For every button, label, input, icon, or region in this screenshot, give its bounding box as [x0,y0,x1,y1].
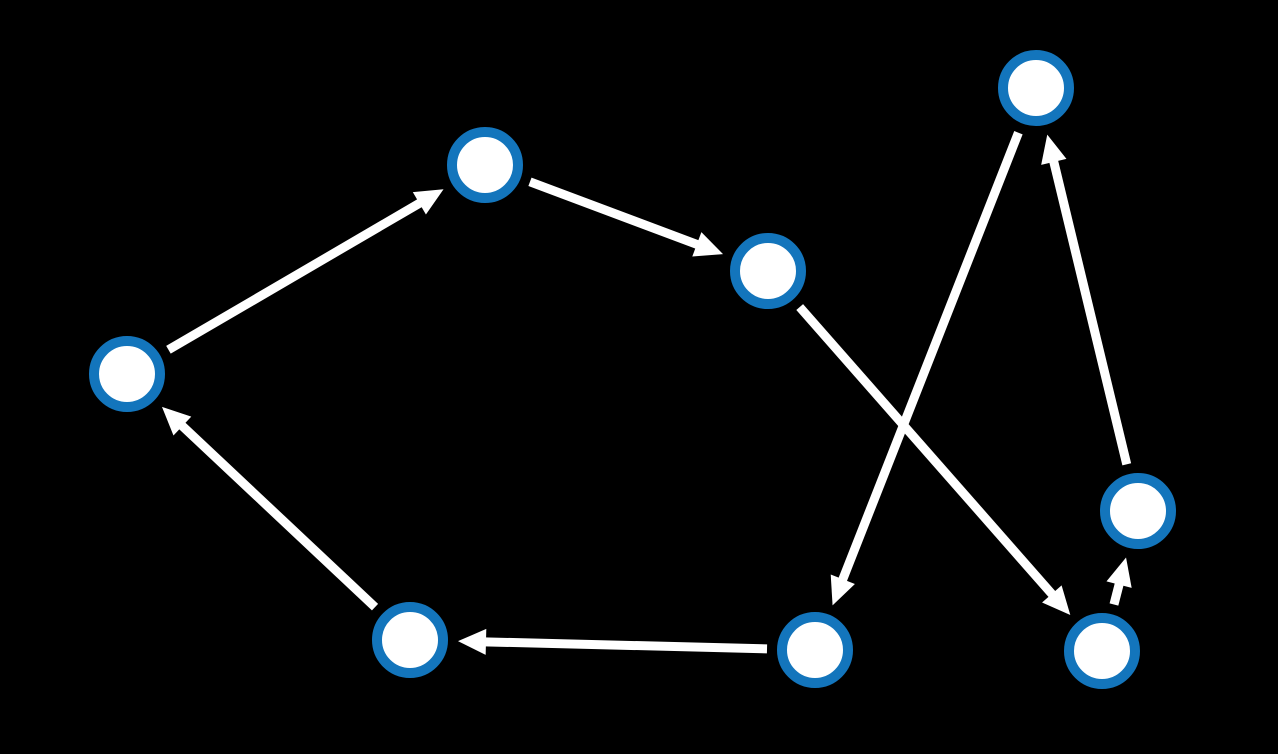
graph-node-top-right[interactable] [998,50,1074,126]
arrowhead-icon [1042,585,1071,615]
graph-node-middle[interactable] [730,233,806,309]
graph-node-bottom-middle[interactable] [777,612,853,688]
edge-line-n1-n7 [837,131,1023,583]
edge-line-n2-n3 [528,177,701,250]
graph-node-bottom-left[interactable] [372,602,448,678]
graph-node-left[interactable] [89,336,165,412]
edge-line-n7-n6 [483,637,768,654]
arrowhead-icon [1106,557,1132,588]
edge-line-n5-n1 [1048,158,1132,466]
edge-line-n4-n2 [166,198,424,354]
edge-line-n8-n5 [1109,581,1124,606]
graph-node-right[interactable] [1100,473,1176,549]
arrowhead-icon [161,406,192,436]
arrowhead-icon [457,628,487,655]
arrowhead-icon [830,574,855,606]
edge-line-n3-n8 [796,304,1057,599]
arrowhead-icon [1041,134,1067,165]
arrowhead-icon [412,189,444,215]
edge-line-n6-n4 [177,421,379,611]
graph-node-upper-middle-left[interactable] [447,127,523,203]
graph-node-bottom-right[interactable] [1064,613,1140,689]
arrowhead-icon [692,232,724,257]
